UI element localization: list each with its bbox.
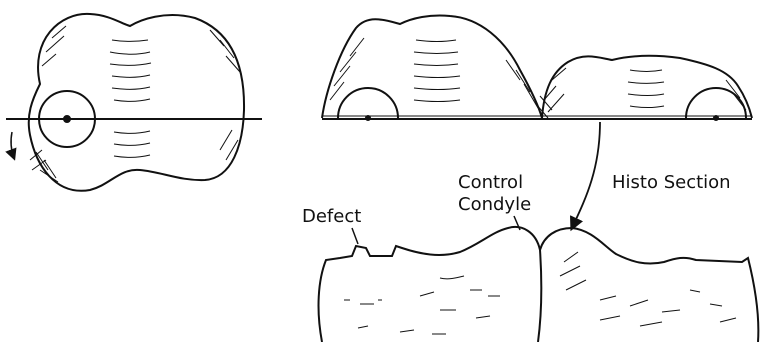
- defect-label: Defect: [302, 206, 361, 227]
- defect-leader-line: [352, 228, 358, 244]
- rotation-arrow: [11, 132, 14, 158]
- histo-control-block: [540, 228, 758, 342]
- histo-arrow: [572, 122, 600, 228]
- histo-defect-block: [319, 227, 542, 342]
- defect-condyle-side: [322, 15, 542, 118]
- control-semicircle: [686, 88, 746, 118]
- histo-section: [319, 227, 759, 342]
- condyle-label: Condyle: [458, 194, 531, 215]
- control-condyle-side: [542, 56, 752, 118]
- defect-semicircle: [338, 88, 398, 118]
- histo-label: Histo Section: [612, 172, 731, 193]
- condyle-shading: [30, 26, 240, 182]
- control-label: Control: [458, 172, 523, 193]
- side-shading: [330, 38, 746, 118]
- condyle-outline: [29, 14, 244, 191]
- condyle-top-view: [6, 14, 262, 191]
- condyle-side-views: [322, 15, 752, 120]
